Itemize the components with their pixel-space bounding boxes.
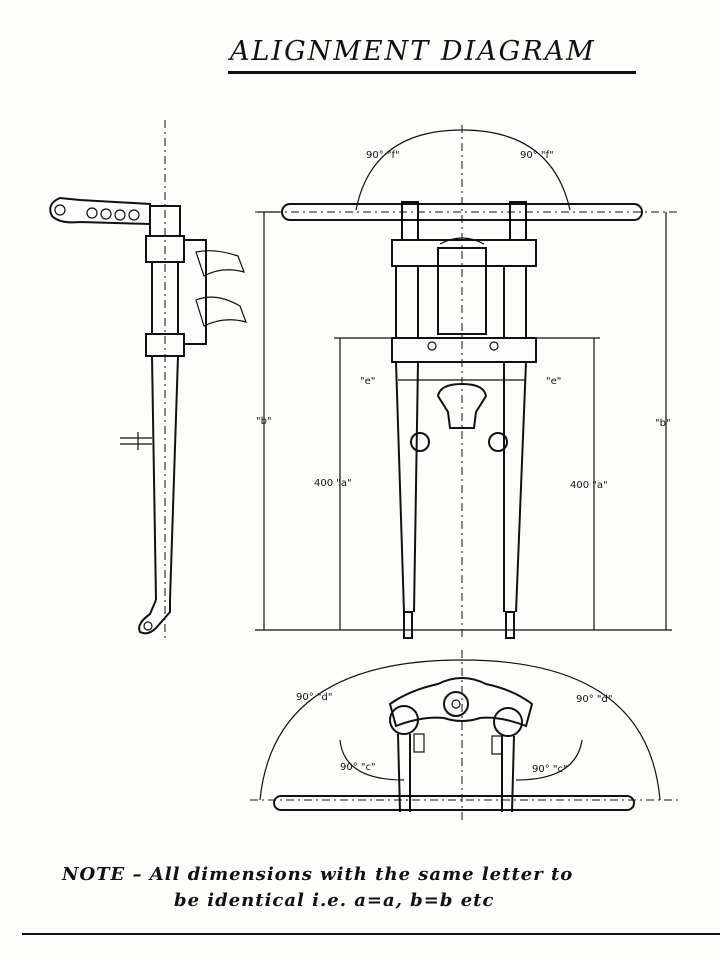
side-head-tube (184, 239, 207, 345)
label-angle-c-right: 90° "c" (532, 764, 568, 775)
front-spring-unit (437, 247, 487, 335)
top-stems (397, 733, 515, 813)
bottom-rule (22, 933, 720, 935)
right-brake-boss (488, 432, 508, 452)
spring-cap (439, 237, 485, 245)
angle-arc-c-right (515, 739, 583, 781)
front-handlebar (281, 203, 643, 221)
side-brake-stud (120, 432, 152, 450)
dim-line-a-right (536, 337, 600, 630)
side-dropout (138, 599, 171, 635)
top-crown-plate (388, 677, 534, 728)
side-upper-tube (151, 262, 179, 334)
lever-hole-1 (86, 207, 98, 219)
label-angle-c-left: 90° "c" (340, 762, 376, 773)
front-lower-clamp (391, 337, 537, 363)
top-steerer (443, 691, 469, 717)
label-angle-f-left: 90° "f" (366, 150, 400, 161)
angle-arc-d (259, 659, 661, 801)
front-upper-tubes (395, 266, 527, 338)
note-text: NOTE – All dimensions with the same lett… (62, 862, 712, 914)
top-steerer-bolt (451, 699, 461, 709)
side-down-tube-stub (195, 296, 247, 327)
note-line-1: NOTE – All dimensions with the same lett… (62, 864, 574, 885)
side-top-tube-stub (195, 250, 245, 277)
lever-arm (49, 196, 151, 226)
page-title: ALIGNMENT DIAGRAM (230, 36, 596, 67)
crown-fitting (436, 382, 488, 429)
side-view-fork (49, 120, 247, 640)
lever-pivot (54, 204, 66, 216)
top-handlebar (273, 795, 635, 811)
label-a-left: 400 "a" (314, 478, 352, 489)
top-left-pinch (413, 733, 425, 753)
title-underline (228, 71, 636, 74)
label-e-right: "e" (546, 376, 561, 387)
top-view-fork: 90° "d" 90° "d" 90° "c" 90° "c" (250, 650, 680, 820)
label-b-left: "b" (256, 416, 272, 427)
angle-arc-f (355, 129, 571, 211)
front-right-leg (503, 361, 527, 613)
dim-line-b-left (258, 211, 280, 630)
left-dropout (403, 611, 413, 639)
top-left-tube (389, 705, 419, 735)
label-e-left: "e" (360, 376, 375, 387)
clamp-bolt-right (489, 341, 499, 351)
top-right-tube (493, 707, 523, 737)
lever-hole-2 (100, 208, 112, 220)
label-angle-d-right: 90° "d" (576, 694, 612, 705)
note-line-2: be identical i.e. a=a, b=b etc (174, 890, 495, 911)
lever-hole-4 (128, 209, 140, 221)
angle-arc-c-left (339, 739, 405, 781)
label-angle-d-left: 90° "d" (296, 692, 332, 703)
front-view-fork: 90° "f" 90° "f" (255, 125, 680, 640)
label-a-right: 400 "a" (570, 480, 608, 491)
front-left-leg (395, 361, 419, 613)
front-top-clamp (391, 239, 537, 267)
label-angle-f-right: 90° "f" (520, 150, 554, 161)
left-brake-boss (410, 432, 430, 452)
side-axle (143, 621, 153, 631)
top-right-pinch (491, 735, 503, 755)
side-leg (151, 355, 179, 601)
right-dropout (505, 611, 515, 639)
dim-line-a-left (334, 337, 392, 630)
clamp-bolt-left (427, 341, 437, 351)
label-b-right: "b" (655, 418, 671, 429)
lever-hole-3 (114, 209, 126, 221)
